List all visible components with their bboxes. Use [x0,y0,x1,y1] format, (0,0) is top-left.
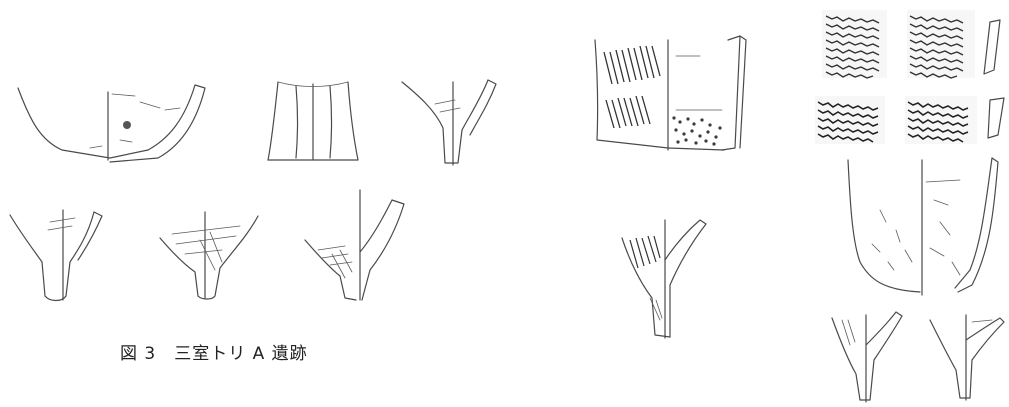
pot-drawing-3 [401,79,497,166]
pot-drawing-11 [929,314,1005,401]
figure-number: 図 3 [120,344,157,364]
pot-drawing-5 [159,211,259,300]
pot-drawing-7 [594,35,747,151]
pot-drawing-10 [831,311,903,403]
sherd-textures [815,10,1005,144]
pot-drawing-9 [847,157,999,296]
pot-drawing-4 [9,209,103,302]
site-name: 三室トリ A 遺跡 [174,344,308,364]
pot-drawing-2 [267,81,359,161]
pot-drawing-8 [621,219,707,339]
figure-caption: 図 3 三室トリ A 遺跡 [120,339,308,364]
pot-drawing-1 [17,84,206,163]
pot-drawing-6 [304,189,405,301]
